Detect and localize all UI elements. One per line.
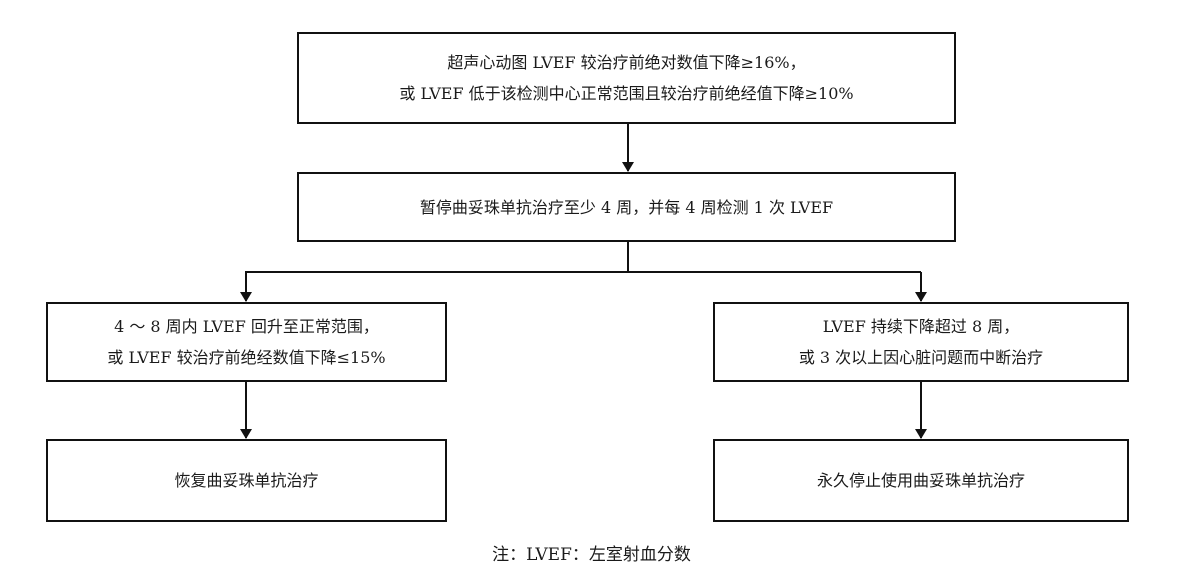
- box-resume-treatment: 恢复曲妥珠单抗治疗: [46, 439, 447, 522]
- box-pause-treatment: 暂停曲妥珠单抗治疗至少 4 周，并每 4 周检测 1 次 LVEF: [297, 172, 956, 242]
- box-permanent-stop: 永久停止使用曲妥珠单抗治疗: [713, 439, 1129, 522]
- box3-line2: 或 LVEF 较治疗前绝经数值下降≤15%: [107, 348, 386, 367]
- box-lvef-recovery: 4 ～ 8 周内 LVEF 回升至正常范围， 或 LVEF 较治疗前绝经数值下降…: [46, 302, 447, 382]
- box3-line1: 4 ～ 8 周内 LVEF 回升至正常范围，: [114, 317, 379, 336]
- box1-line1: 超声心动图 LVEF 较治疗前绝对数值下降≥16%，: [447, 53, 806, 72]
- box-lvef-persistent-decline: LVEF 持续下降超过 8 周， 或 3 次以上因心脏问题而中断治疗: [713, 302, 1129, 382]
- box5-line1: 恢复曲妥珠单抗治疗: [174, 471, 319, 490]
- box-lvef-decline-criteria: 超声心动图 LVEF 较治疗前绝对数值下降≥16%， 或 LVEF 低于该检测中…: [297, 32, 956, 124]
- box4-line1: LVEF 持续下降超过 8 周，: [822, 317, 1020, 336]
- box1-line2: 或 LVEF 低于该检测中心正常范围且较治疗前绝经值下降≥10%: [399, 84, 854, 103]
- box2-line1: 暂停曲妥珠单抗治疗至少 4 周，并每 4 周检测 1 次 LVEF: [419, 197, 834, 217]
- box4-line2: 或 3 次以上因心脏问题而中断治疗: [798, 348, 1044, 367]
- box6-line1: 永久停止使用曲妥珠单抗治疗: [816, 471, 1025, 490]
- footnote: 注：LVEF：左室射血分数: [492, 545, 691, 565]
